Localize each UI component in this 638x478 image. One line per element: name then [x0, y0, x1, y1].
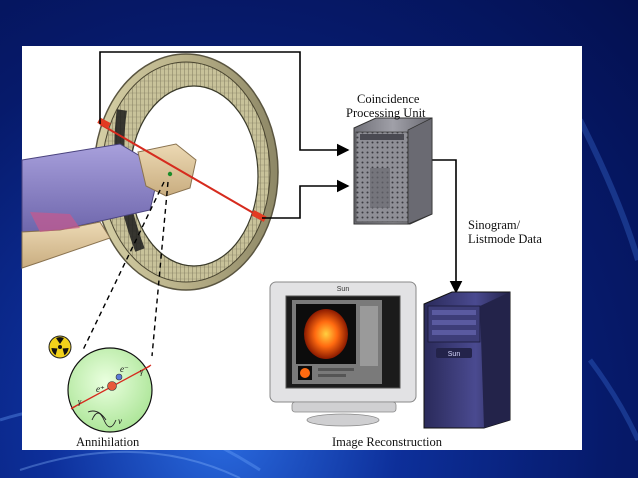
image-reconstruction-label: Image Reconstruction [332, 435, 443, 449]
zoom-dashed-lines [81, 181, 169, 357]
coincidence-label-line2: Processing Unit [346, 106, 426, 120]
coincidence-processing-unit [353, 117, 433, 225]
annihilation-inset: e⁻ e⁺ ν γ γ [67, 347, 153, 433]
electron-symbol: e⁻ [120, 364, 129, 374]
positron-symbol: e⁺ [96, 384, 105, 394]
gamma-left-symbol: γ [78, 397, 82, 406]
patient-figure [21, 143, 197, 269]
neutrino-symbol: ν [118, 416, 122, 426]
workstation-brand: Sun [448, 351, 461, 358]
pet-brain-image [304, 309, 348, 359]
workstation-tower: Sun [423, 291, 511, 429]
monitor: Sun [269, 281, 417, 427]
sinogram-label-line2: Listmode Data [468, 232, 542, 246]
sinogram-label-line1: Sinogram/ [468, 218, 521, 232]
gamma-right-symbol: γ [140, 367, 144, 376]
annihilation-label: Annihilation [76, 435, 140, 449]
line-of-response [99, 123, 263, 219]
coincidence-label-line1: Coincidence [357, 92, 420, 106]
detector-hit-bottom [251, 210, 267, 222]
signal-connectors [99, 51, 463, 294]
radiation-icon [48, 335, 72, 359]
annihilation-point [167, 171, 173, 177]
monitor-brand: Sun [337, 286, 350, 293]
